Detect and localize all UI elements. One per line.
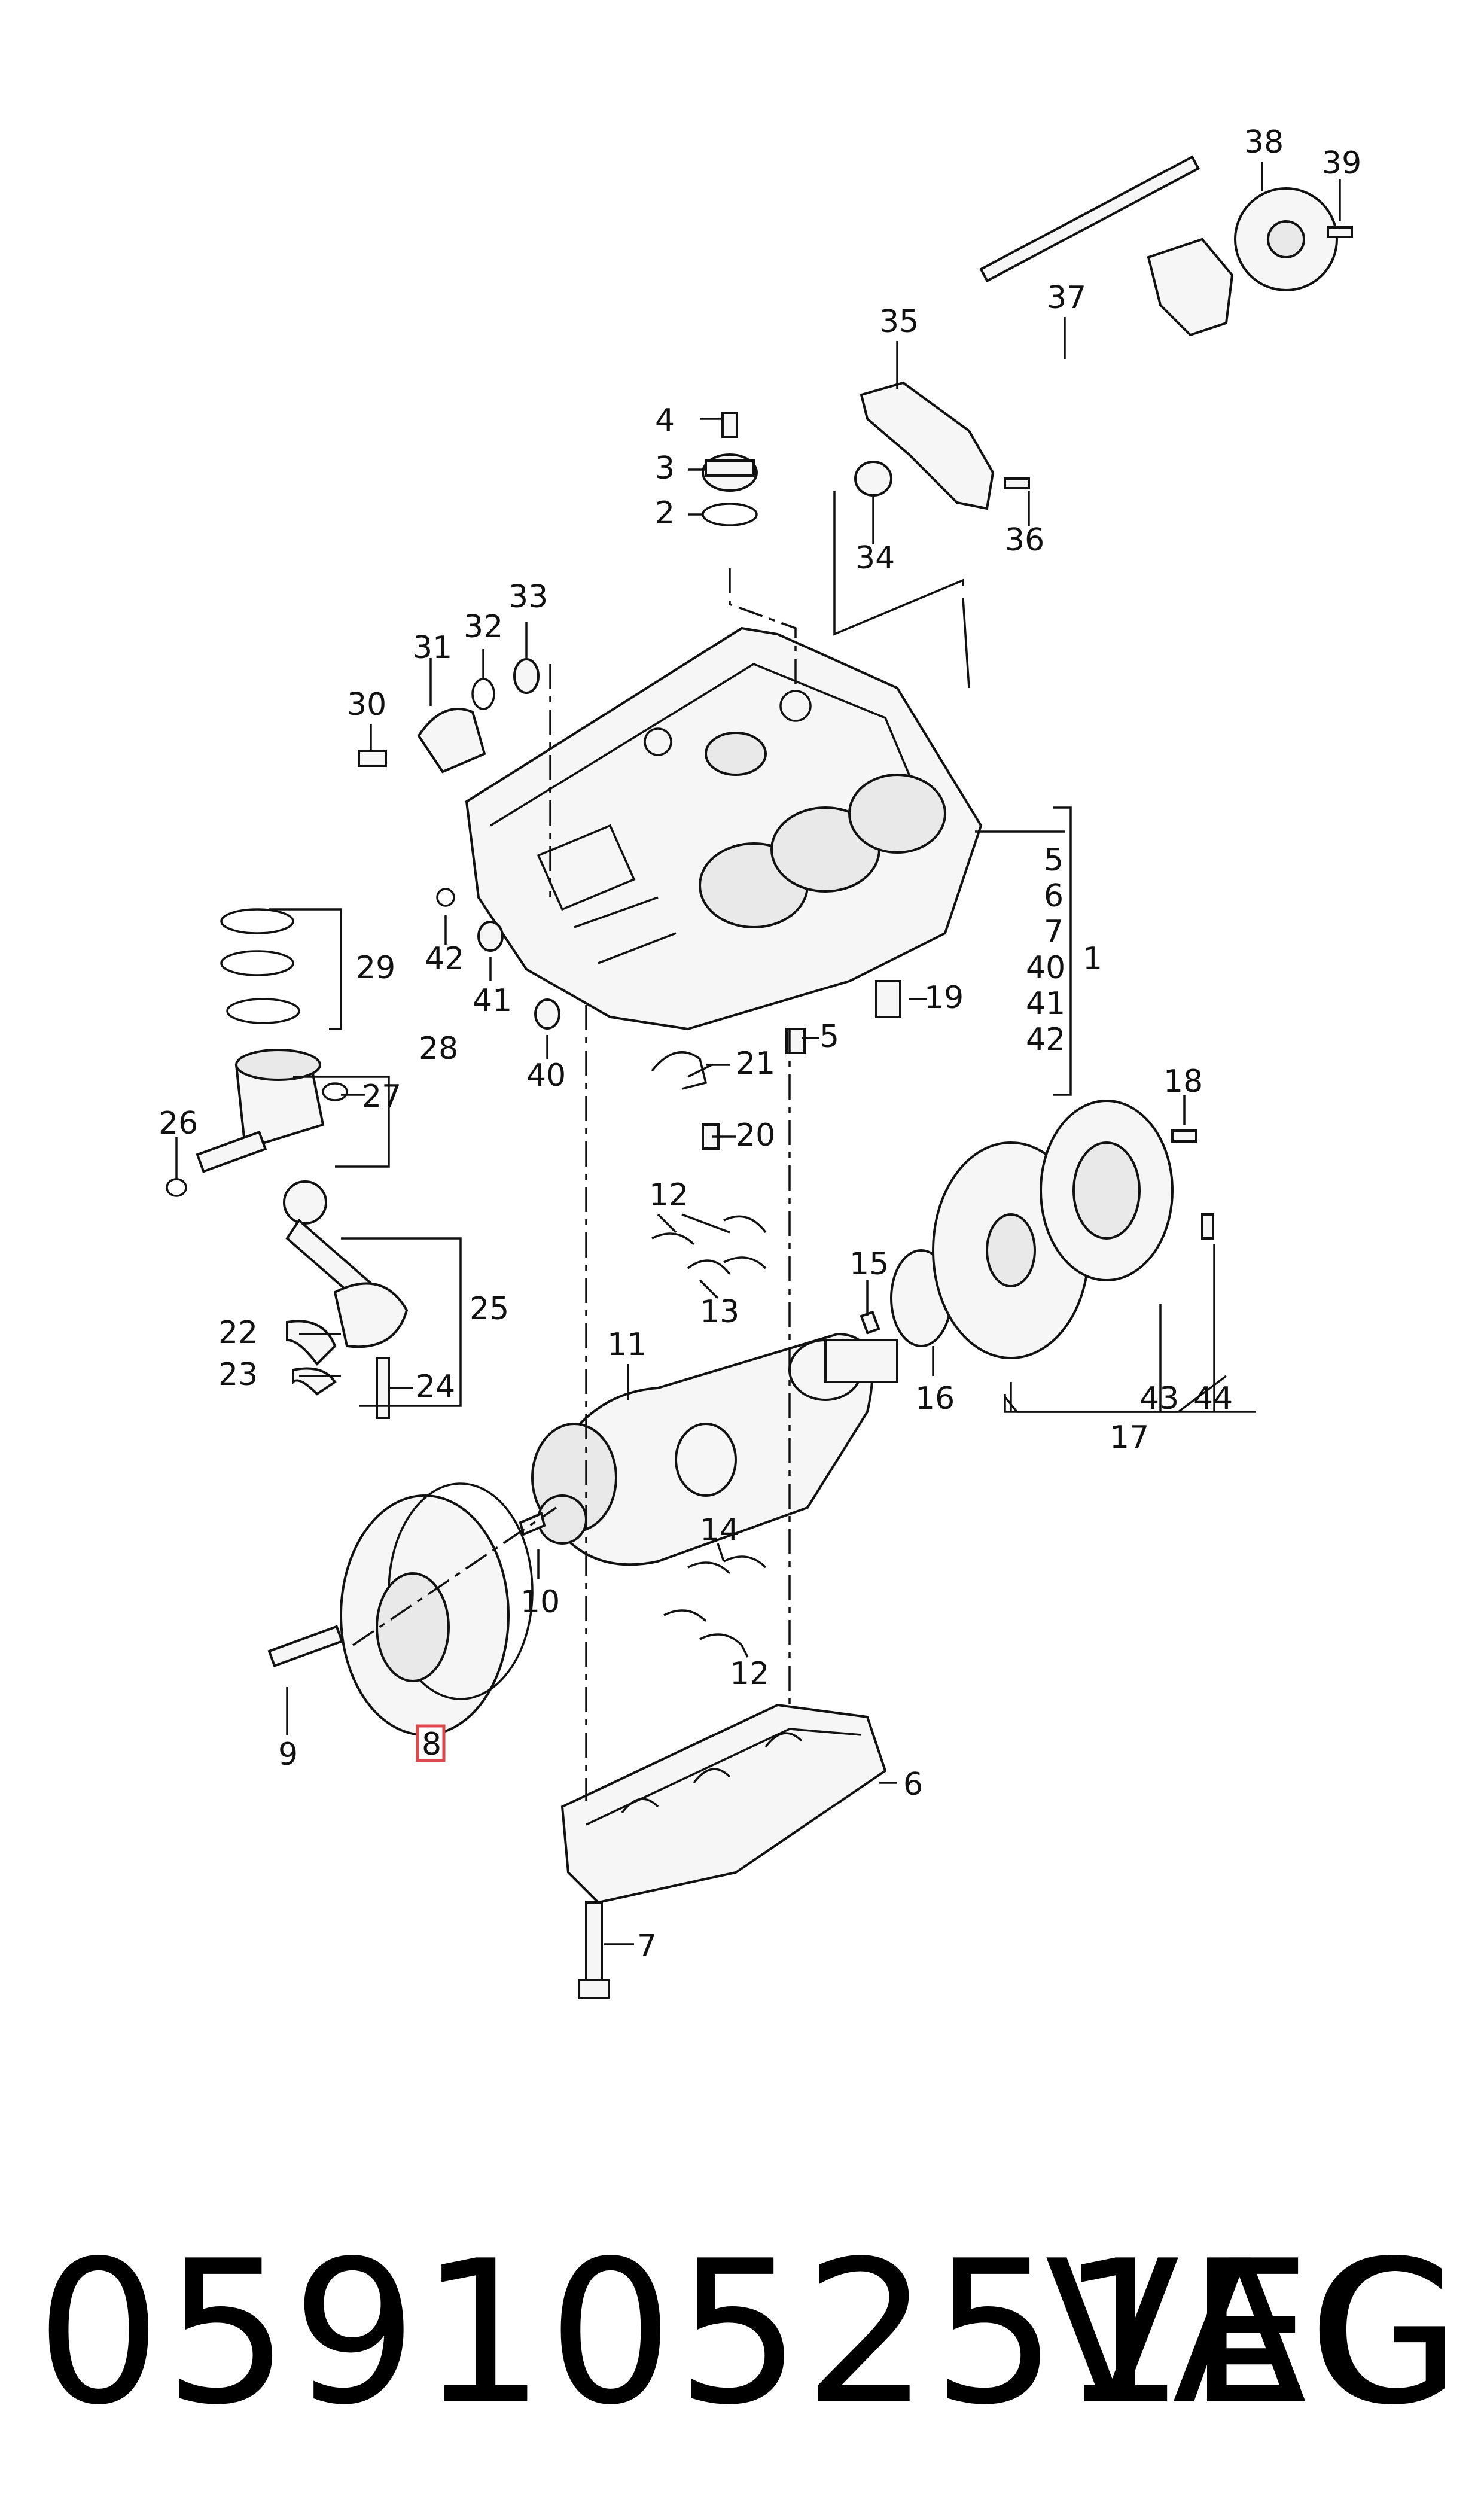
label-1: 1	[1083, 941, 1102, 977]
label-17: 17	[1110, 1420, 1149, 1456]
label-7-right: 7	[1044, 914, 1064, 950]
leader-lines	[175, 162, 1341, 1945]
flywheel-assembly	[860, 1100, 1256, 1413]
label-18: 18	[1163, 1064, 1203, 1100]
label-6-bridge: 6	[903, 1767, 923, 1803]
label-4: 4	[655, 403, 675, 439]
label-19: 19	[924, 980, 964, 1016]
label-28: 28	[419, 1031, 458, 1067]
label-40-right: 40	[1026, 950, 1065, 986]
label-31: 31	[413, 630, 452, 666]
label-12-upper: 12	[649, 1177, 688, 1213]
label-6-right: 6	[1044, 878, 1064, 914]
label-14: 14	[700, 1512, 739, 1548]
label-26: 26	[159, 1106, 198, 1141]
label-40-left: 40	[526, 1058, 566, 1094]
label-42-left: 42	[425, 941, 464, 977]
label-32: 32	[464, 609, 503, 645]
footer: 059105251EC VAG	[0, 2213, 1484, 2453]
camshaft-drive-assembly	[833, 155, 1353, 689]
label-20: 20	[736, 1118, 775, 1153]
part-labels: 4 3 2 35 37 38 39 34 36 33 32 31 30 5 6 …	[159, 124, 1361, 1964]
brand-name: VAG	[1044, 2218, 1466, 2448]
label-13: 13	[700, 1294, 739, 1330]
bearing-cap-assembly	[358, 658, 540, 774]
label-21: 21	[736, 1046, 775, 1082]
engine-block	[465, 626, 983, 1031]
highlight-box-8	[416, 1724, 446, 1762]
label-16: 16	[915, 1381, 955, 1417]
vibration-damper	[267, 1482, 546, 1736]
label-39: 39	[1322, 145, 1361, 181]
label-23: 23	[218, 1357, 258, 1393]
label-8[interactable]: 8	[422, 1727, 441, 1762]
assembly-center-lines	[352, 568, 797, 1801]
piston-assembly	[166, 908, 348, 1197]
label-41-right: 41	[1026, 986, 1065, 1022]
label-10: 10	[520, 1584, 560, 1620]
label-5-lower: 5	[819, 1019, 839, 1055]
label-35: 35	[879, 304, 919, 340]
exploded-parts-diagram: 4 3 2 35 37 38 39 34 36 33 32 31 30 5 6 …	[159, 124, 1361, 1999]
label-37: 37	[1047, 280, 1086, 316]
label-27: 27	[362, 1079, 401, 1115]
label-11: 11	[607, 1327, 647, 1363]
label-7-bolt: 7	[637, 1928, 657, 1964]
label-25: 25	[470, 1291, 509, 1327]
part-number: 059105251EC	[36, 2218, 1455, 2448]
label-22: 22	[218, 1315, 258, 1351]
label-42-right: 42	[1026, 1022, 1065, 1058]
label-34: 34	[855, 540, 895, 576]
label-3: 3	[655, 450, 675, 486]
label-9: 9	[278, 1737, 298, 1773]
label-24: 24	[416, 1369, 455, 1405]
bearing-bridge	[560, 1703, 887, 1999]
label-30: 30	[347, 687, 386, 723]
label-2: 2	[655, 495, 675, 531]
connecting-rod-assembly	[283, 1180, 409, 1419]
label-41-left: 41	[473, 983, 512, 1019]
label-44: 44	[1193, 1381, 1233, 1417]
label-43: 43	[1139, 1381, 1179, 1417]
bearing-shells	[651, 1215, 767, 1646]
label-15: 15	[849, 1246, 889, 1282]
label-36: 36	[1005, 522, 1044, 558]
oil-filler-cap-assembly	[688, 412, 758, 526]
label-12-lower: 12	[730, 1656, 769, 1692]
label-29: 29	[356, 950, 395, 986]
label-38: 38	[1244, 124, 1284, 160]
label-33: 33	[508, 579, 548, 615]
label-5-right: 5	[1044, 842, 1064, 878]
